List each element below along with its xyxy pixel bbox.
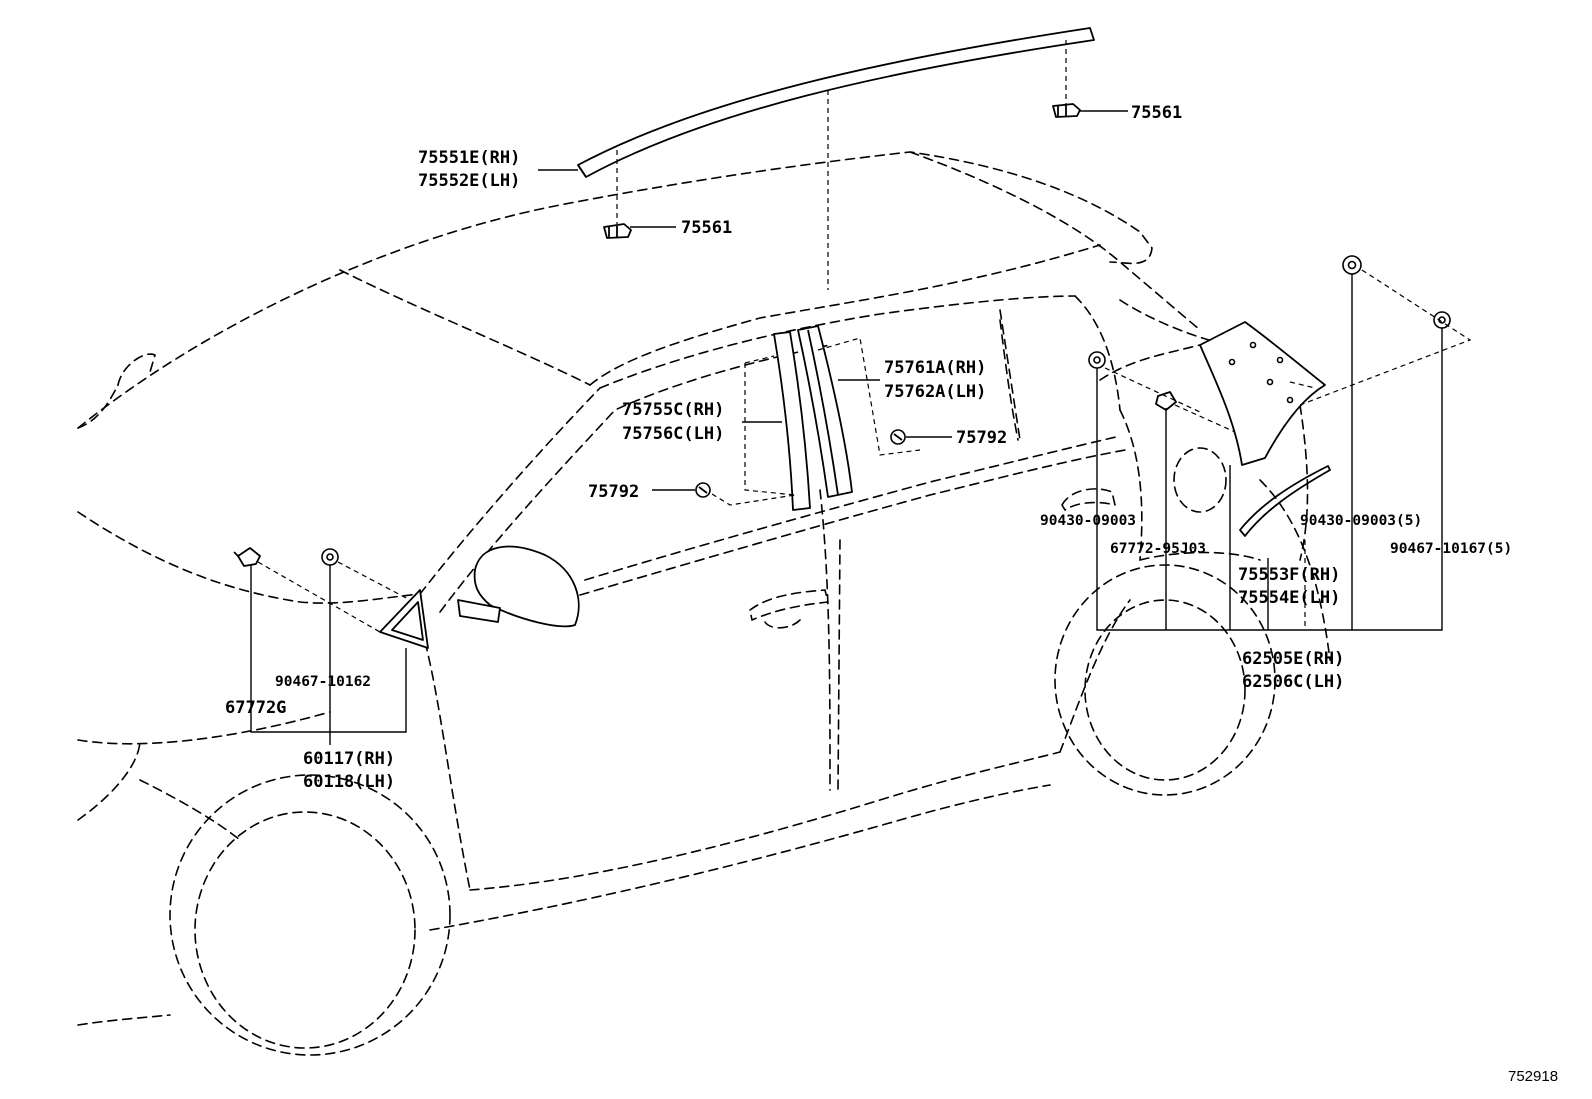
rear-fender-molding [1199, 321, 1326, 466]
pillar-garnish-rear [797, 325, 853, 498]
label-rear-molding-lh: 75554E(LH) [1238, 588, 1340, 608]
label-pad-67772g: 67772G [225, 698, 286, 718]
label-clip-90430-left: 90430-09003 [1040, 513, 1136, 529]
clip-67772-95j03-icon [1155, 391, 1177, 411]
fender-garnish-front [379, 589, 429, 649]
label-pad-67772-95j03: 67772-95J03 [1110, 541, 1206, 557]
diagram-reference-number: 752918 [1508, 1068, 1558, 1085]
clip-67772g-icon [233, 547, 261, 567]
clip-90467-10162-icon [321, 548, 339, 566]
label-roof-molding-rh: 75551E(RH) [418, 148, 520, 168]
label-clip-90430-right: 90430-09003(5) [1300, 513, 1422, 529]
label-clip-90467-10167: 90467-10167(5) [1390, 541, 1512, 557]
clip-75561-top-icon [1052, 103, 1081, 118]
roof-molding [577, 27, 1095, 178]
label-fender-liner-lh: 62506C(LH) [1242, 672, 1344, 692]
car-body-outline [77, 151, 1331, 1056]
side-mirror [457, 545, 580, 628]
label-garnish-rh: 60117(RH) [303, 749, 395, 769]
label-clip-75561-mid: 75561 [681, 218, 732, 238]
pillar-garnish-front [773, 331, 811, 511]
label-clip-90467-10162: 90467-10162 [275, 674, 371, 690]
leader-lines [250, 110, 1443, 745]
clip-90430-left-icon [1088, 351, 1106, 369]
rear-lower-molding [1239, 465, 1331, 537]
label-roof-molding-lh: 75552E(LH) [418, 171, 520, 191]
label-fender-liner-rh: 62505E(RH) [1242, 649, 1344, 669]
clip-75792-right-icon [890, 429, 906, 445]
clip-90430-right-icon [1342, 255, 1362, 275]
clip-75792-left-icon [695, 482, 711, 498]
label-clip-75792-left: 75792 [588, 482, 639, 502]
label-clip-75561-top: 75561 [1131, 103, 1182, 123]
label-rear-molding-rh: 75553F(RH) [1238, 565, 1340, 585]
label-clip-75792-right: 75792 [956, 428, 1007, 448]
clip-75561-mid-icon [603, 223, 632, 239]
label-garnish-lh: 60118(LH) [303, 772, 395, 792]
label-pillar-front-lh: 75756C(LH) [622, 424, 724, 444]
label-pillar-rear-rh: 75761A(RH) [884, 358, 986, 378]
label-pillar-front-rh: 75755C(RH) [622, 400, 724, 420]
label-pillar-rear-lh: 75762A(LH) [884, 382, 986, 402]
